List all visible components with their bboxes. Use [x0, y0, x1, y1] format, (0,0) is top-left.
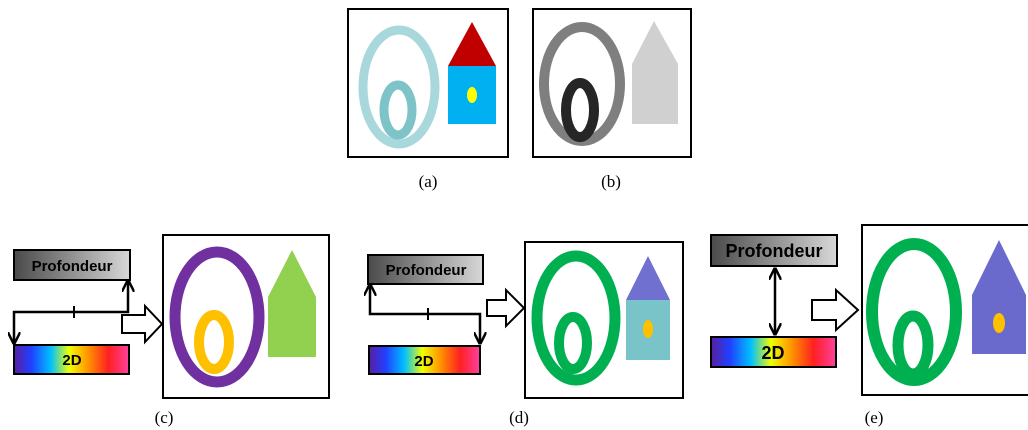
outer-ring-a — [358, 25, 440, 149]
house-c — [268, 250, 316, 357]
inner-ring-a — [379, 80, 417, 140]
roof-a — [448, 22, 496, 66]
block-arrow-d — [486, 287, 526, 329]
colormap-bar-d — [368, 345, 481, 375]
colormap-label-d: 2D — [414, 353, 433, 370]
depth-label-c: Profondeur — [32, 258, 113, 275]
colormap-label-c: 2D — [62, 352, 81, 369]
block-arrow-c — [121, 303, 164, 345]
roof-d — [626, 256, 670, 300]
inner-ring-d — [554, 312, 592, 374]
depth-label-e: Profondeur — [726, 241, 823, 261]
depth-label-d: Profondeur — [386, 262, 467, 279]
caption-c: (c) — [155, 408, 174, 427]
inner-ring-e — [892, 310, 934, 380]
outer-ring-d — [531, 250, 621, 386]
block-arrow-e — [811, 287, 860, 333]
depth-arrow-d — [370, 286, 480, 342]
panel-a: (a) — [347, 8, 509, 191]
colormap-bar-e — [710, 336, 837, 368]
panel-e: Profondeur 2D (e) — [710, 224, 1028, 427]
colormap-bar-c — [13, 344, 130, 375]
panel-d: Profondeur 2D (d) — [368, 241, 684, 427]
inner-ring-b — [561, 78, 599, 142]
house-e — [972, 240, 1026, 354]
window-a — [467, 87, 477, 103]
depth-box-c — [13, 249, 131, 281]
caption-e: (e) — [865, 408, 884, 427]
window-d — [643, 320, 653, 338]
outer-ring-c — [169, 246, 265, 388]
depth-arrow-c — [14, 282, 128, 342]
window-e — [993, 313, 1005, 333]
inner-ring-c — [194, 310, 234, 374]
caption-d: (d) — [509, 408, 529, 427]
panel-c: Profondeur 2D (c) — [13, 234, 330, 427]
caption-a: (a) — [419, 172, 438, 191]
depth-box-e — [710, 234, 838, 267]
caption-b: (b) — [601, 172, 621, 191]
panel-b: (b) — [532, 8, 692, 191]
outer-ring-e — [866, 238, 962, 386]
colormap-label-e: 2D — [761, 343, 784, 363]
house-b — [632, 21, 678, 124]
